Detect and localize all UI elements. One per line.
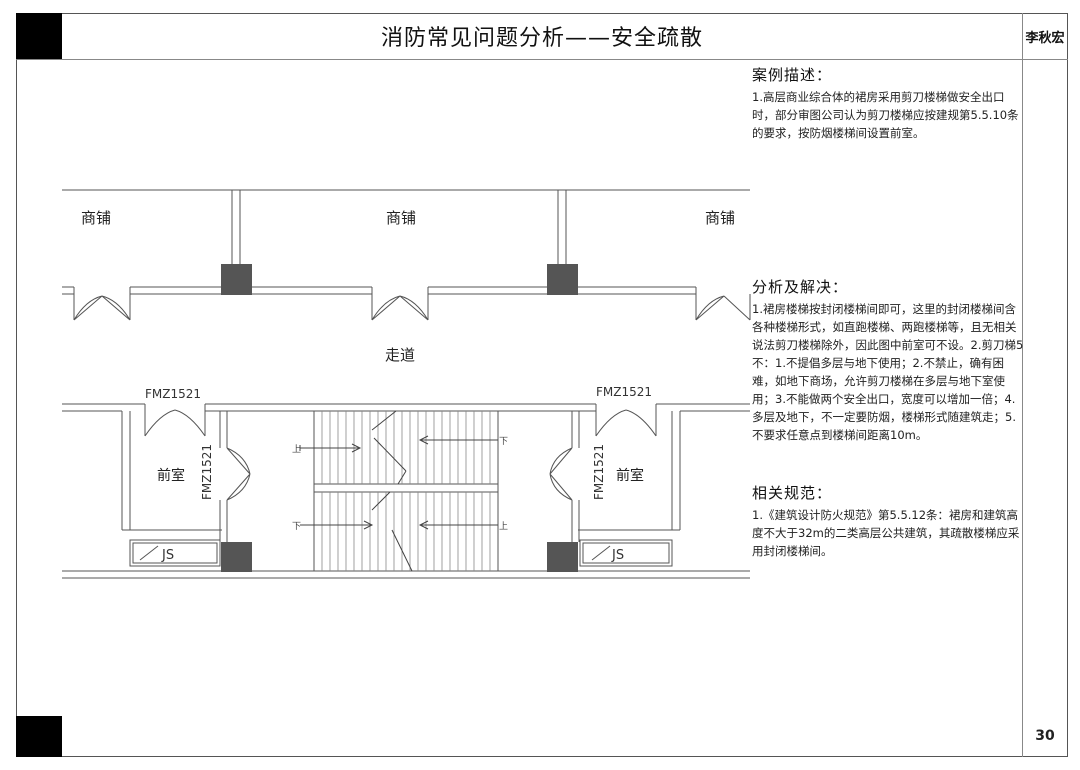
code-section: 相关规范： 1.《建筑设计防火规范》第5.5.12条：裙房和建筑高度不大于32m… (752, 484, 1024, 560)
code-heading: 相关规范： (752, 484, 833, 502)
case-heading: 案例描述： (752, 66, 833, 84)
corner-block-bottom-left (16, 716, 62, 757)
page-frame (16, 13, 1068, 757)
analysis-text: 1.裙房楼梯按封闭楼梯间即可，这里的封闭楼梯间含各种楼梯形式，如直跑楼梯、两跑楼… (752, 302, 1024, 442)
page-title: 消防常见问题分析——安全疏散 (380, 26, 703, 51)
code-text: 1.《建筑设计防火规范》第5.5.12条：裙房和建筑高度不大于32m的二类高层公… (752, 508, 1020, 558)
author-name: 李秋宏 (1025, 30, 1065, 46)
page-number: 30 (1035, 728, 1055, 744)
case-text: 1.高层商业综合体的裙房采用剪刀楼梯做安全出口时，部分审图公司认为剪刀楼梯应按建… (752, 90, 1019, 140)
corner-block-top-left (16, 13, 62, 59)
case-section: 案例描述： 1.高层商业综合体的裙房采用剪刀楼梯做安全出口时，部分审图公司认为剪… (752, 66, 1024, 142)
analysis-heading: 分析及解决： (752, 278, 849, 296)
author-column-divider (1022, 13, 1023, 757)
analysis-section: 分析及解决： 1.裙房楼梯按封闭楼梯间即可，这里的封闭楼梯间含各种楼梯形式，如直… (752, 278, 1024, 444)
header-divider (16, 59, 1068, 60)
